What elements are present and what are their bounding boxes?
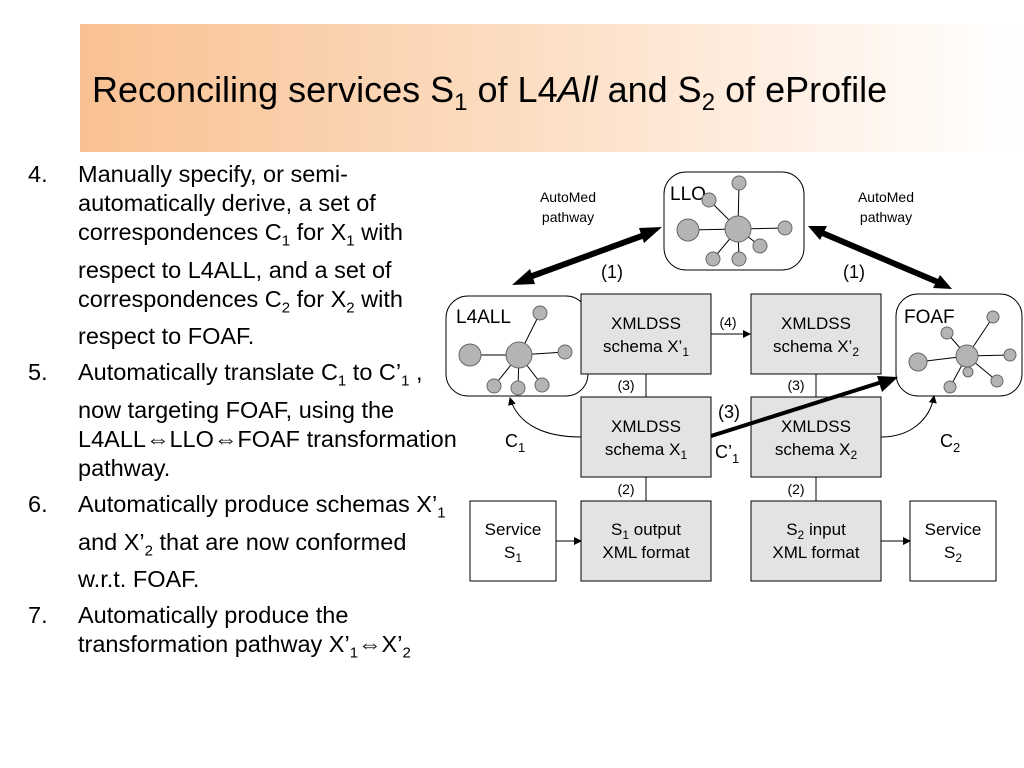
svg-text:schema X1: schema X1: [605, 440, 688, 462]
step-list: 4.Manually specify, or semi-automaticall…: [28, 160, 458, 675]
automed-arrow-right: [808, 226, 952, 289]
step-4: 4.Manually specify, or semi-automaticall…: [28, 161, 403, 350]
xmldss-x2-box: XMLDSS schema X2: [750, 396, 882, 478]
c1-correspondence-arrow: [508, 397, 582, 438]
svg-text:XMLDSS: XMLDSS: [781, 314, 851, 333]
llo-label: LLO: [670, 184, 706, 205]
automed-arrow-left: [512, 227, 662, 285]
step-3-left-label: (3): [617, 377, 634, 393]
svg-text:schema X’2: schema X’2: [773, 337, 859, 359]
step-2-left-label: (2): [617, 481, 634, 497]
step-3-right-label: (3): [787, 377, 804, 393]
svg-text:S1 output: S1 output: [611, 520, 681, 542]
svg-text:XMLDSS: XMLDSS: [781, 417, 851, 436]
svg-text:XMLDSS: XMLDSS: [611, 314, 681, 333]
service-s1-box: Service S1: [469, 500, 557, 582]
svg-text:Service: Service: [485, 520, 542, 539]
title-band: [80, 24, 1024, 152]
step-4-label: (4): [719, 314, 736, 330]
s2-input-box: S2 input XML format: [750, 500, 882, 582]
c1-label: C1: [505, 431, 525, 455]
s1-output-box: S1 output XML format: [580, 500, 712, 582]
svg-text:schema X’1: schema X’1: [603, 337, 689, 359]
step-5: 5.Automatically translate C1 to C’1 , no…: [28, 359, 457, 482]
step-3-mid-label: (3): [718, 402, 740, 422]
c2-label: C2: [940, 431, 960, 455]
svg-text:S2: S2: [944, 543, 962, 565]
c1-prime-translation-arrow: [710, 376, 898, 438]
svg-text:XML format: XML format: [602, 543, 690, 562]
svg-text:Service: Service: [925, 520, 982, 539]
c2-correspondence-arrow: [880, 395, 937, 438]
step-1-right-label: (1): [843, 262, 865, 282]
step-6: 6.Automatically produce schemas X’1 and …: [28, 491, 446, 593]
svg-text:S2 input: S2 input: [786, 520, 846, 542]
llo-ontology: LLO: [663, 171, 805, 271]
service-s2-box: Service S2: [909, 500, 997, 582]
xmldss-x2-prime-box: XMLDSS schema X’2: [750, 293, 882, 375]
step-7: 7.Automatically produce the transformati…: [28, 602, 411, 663]
automed-right-label-1: AutoMed: [858, 189, 914, 205]
step-number: 4.: [28, 161, 48, 187]
xmldss-x1-prime-box: XMLDSS schema X’1: [580, 293, 712, 375]
svg-text:XML format: XML format: [772, 543, 860, 562]
svg-text:XMLDSS: XMLDSS: [611, 417, 681, 436]
automed-left-label-1: AutoMed: [540, 189, 596, 205]
svg-text:schema X2: schema X2: [775, 440, 858, 462]
xmldss-x1-box: XMLDSS schema X1: [580, 396, 712, 478]
automed-left-label-2: pathway: [542, 209, 594, 225]
slide-title: Reconciling services S1 of L4All and S2 …: [92, 69, 888, 117]
step-number: 6.: [28, 491, 48, 518]
svg-text:S1: S1: [504, 543, 522, 565]
l4all-label: L4ALL: [456, 307, 511, 328]
foaf-label: FOAF: [904, 307, 955, 328]
automed-right-label-2: pathway: [860, 209, 912, 225]
step-number: 7.: [28, 602, 48, 629]
step-1-left-label: (1): [601, 262, 623, 282]
step-number: 5.: [28, 359, 48, 386]
step-2-right-label: (2): [787, 481, 804, 497]
c1-prime-label: C’1: [715, 442, 739, 466]
foaf-ontology: FOAF: [895, 293, 1023, 397]
l4all-ontology: L4ALL: [445, 295, 589, 397]
